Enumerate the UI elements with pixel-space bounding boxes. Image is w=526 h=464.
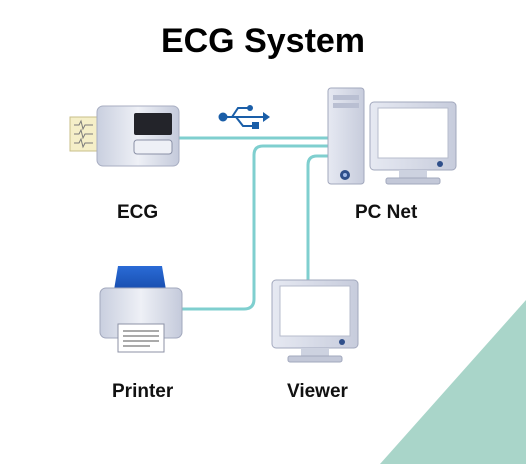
ecg-device-icon xyxy=(69,105,180,167)
label-printer: Printer xyxy=(112,381,174,402)
label-viewer: Viewer xyxy=(287,381,348,402)
usb-icon xyxy=(218,105,270,129)
printer-icon xyxy=(99,266,183,353)
label-ecg: ECG xyxy=(117,202,159,223)
pc-tower-icon xyxy=(327,87,365,185)
cable-printer-to-pc xyxy=(182,144,328,311)
viewer-monitor-icon xyxy=(271,279,359,363)
label-pc-net: PC Net xyxy=(355,202,418,223)
monitor-icon xyxy=(369,101,457,185)
page-title: ECG System xyxy=(160,22,366,60)
cables xyxy=(178,136,328,311)
cable-viewer-to-pc xyxy=(306,154,328,282)
